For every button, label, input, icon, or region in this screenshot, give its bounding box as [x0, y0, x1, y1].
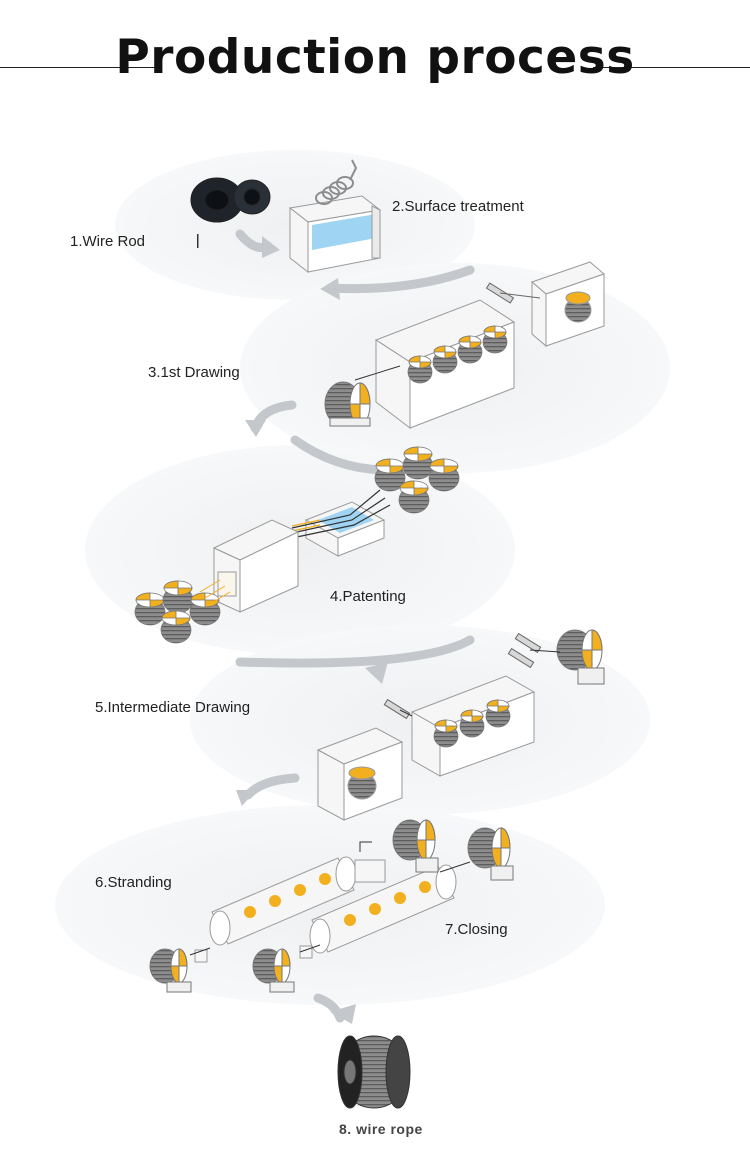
- patenting-furnace: [212, 519, 300, 613]
- patenting-wires-accent: [291, 519, 321, 532]
- payoff-stand-1: [531, 261, 605, 348]
- arrowhead-6: [236, 790, 256, 806]
- step-label-first-drawing: 3.1st Drawing: [148, 364, 240, 381]
- flow-arrow-2: [325, 265, 475, 294]
- guide-rollers-2: [383, 632, 561, 720]
- guide-rollers-1: [485, 282, 541, 304]
- intermediate-drawing-capstans: [433, 699, 511, 748]
- header-rule-right: [593, 67, 750, 68]
- patenting-wires: [291, 489, 391, 539]
- stranding-payoff-spools: [149, 819, 514, 993]
- flow-arrow-5: [235, 635, 475, 668]
- flow-arrowheads: [236, 236, 410, 1024]
- arrowhead-1: [262, 236, 280, 258]
- surface-treatment-tank: [288, 195, 382, 274]
- arrowhead-3: [245, 420, 266, 437]
- step-label-wire-rod: 1.Wire Rod: [70, 233, 146, 250]
- first-drawing-capstans: [407, 325, 508, 384]
- wire-spring-coil: [315, 159, 358, 205]
- page-title: Production process: [115, 30, 635, 85]
- step-label-wire-rope: 8. wire rope: [339, 1121, 423, 1137]
- take-up-stand-2: [316, 727, 404, 821]
- patenting-spools-top: [374, 446, 460, 514]
- closing-machine: [309, 864, 457, 954]
- closing-bobbins: [344, 881, 431, 926]
- step-label-patenting: 4.Patenting: [330, 588, 406, 605]
- stranding-bobbins: [244, 873, 331, 918]
- wire-rod-coils: [190, 177, 271, 223]
- stage-backdrop-5: [55, 805, 605, 1005]
- step-label-intermediate-drawing: 5.Intermediate Drawing: [95, 699, 251, 716]
- wire-rod-tick: [197, 234, 199, 248]
- arrowhead-5: [365, 662, 388, 684]
- payoff-spool-2: [556, 629, 605, 685]
- step-label-surface-treatment: 2.Surface treatment: [392, 198, 524, 215]
- arrowhead-7: [330, 1004, 356, 1024]
- step-label-closing: 7.Closing: [445, 921, 508, 938]
- stranding-machine: [209, 856, 357, 946]
- patenting-spools-bottom: [134, 580, 221, 644]
- wire-rope-reel: [337, 1035, 411, 1109]
- header-rule-left: [0, 67, 158, 68]
- patenting-feed-wires: [199, 579, 231, 605]
- stranding-gear: [189, 841, 471, 963]
- take-up-spool-1: [324, 365, 401, 427]
- step-label-stranding: 6.Stranding: [95, 874, 172, 891]
- patenting-bath: [304, 501, 386, 557]
- arrowhead-2: [320, 278, 340, 300]
